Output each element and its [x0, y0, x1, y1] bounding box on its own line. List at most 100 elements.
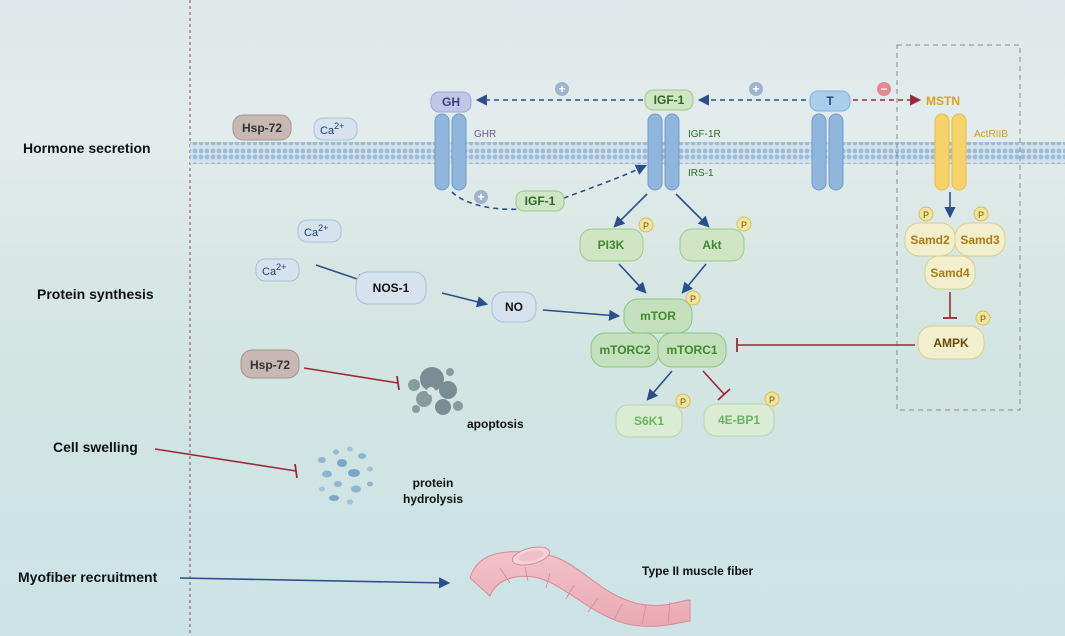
- svg-text:P: P: [680, 397, 686, 407]
- svg-text:P: P: [769, 395, 775, 405]
- recruitment-arrow: [179, 577, 451, 589]
- phospho-icon: P: [918, 206, 934, 222]
- samd4-label: Samd4: [930, 266, 970, 280]
- no-label: NO: [505, 300, 523, 314]
- apoptosis-label: apoptosis: [467, 417, 524, 431]
- igf1r-receptor: [647, 113, 680, 191]
- s6k1-pill: [615, 404, 683, 438]
- svg-text:P: P: [741, 220, 747, 230]
- pi3k-pill: [579, 228, 644, 262]
- minus-icon: −: [877, 82, 891, 96]
- no-to-mtor-arrow: [542, 309, 621, 321]
- phospho-icon: P: [975, 310, 991, 326]
- mstn-pathway-box: [896, 44, 1021, 411]
- ghr-label: GHR: [474, 129, 496, 140]
- hsp72-top-pill: [232, 114, 292, 141]
- pi3k-to-mtor-arrow: [618, 263, 647, 294]
- igf1r-label: IGF-1R: [688, 129, 721, 140]
- calcium-label-lower: Ca2+: [262, 262, 286, 278]
- hsp72-top-label: Hsp-72: [242, 121, 282, 135]
- nos1-pill: [355, 271, 427, 305]
- samd3-label: Samd3: [960, 233, 1000, 247]
- igf1-local-pill: [515, 190, 565, 212]
- phospho-icon: P: [736, 216, 752, 232]
- phospho-icon: P: [685, 290, 701, 306]
- akt-to-mtor-arrow: [681, 263, 707, 294]
- fiber-label: Type II muscle fiber: [642, 564, 753, 578]
- 4ebp1-label: 4E-BP1: [718, 413, 760, 427]
- pi3k-label: PI3K: [598, 238, 625, 252]
- mtorc1-to-s6k1-arrow: [646, 370, 673, 401]
- igf1-pill: [644, 89, 694, 111]
- swelling-inhibits-hydrolysis: [154, 448, 297, 472]
- svg-text:+: +: [752, 82, 759, 96]
- samd3-pill: [954, 222, 1006, 257]
- testosterone-label: T: [826, 94, 834, 108]
- svg-text:+: +: [558, 82, 565, 96]
- ampk-label: AMPK: [933, 336, 969, 350]
- inhibit-bar: [294, 463, 298, 479]
- protein-label: protein: [413, 476, 454, 490]
- ampk-pill: [917, 325, 985, 360]
- gh-pill: [430, 91, 472, 113]
- phospho-icon: P: [675, 393, 691, 409]
- phospho-icon: P: [764, 391, 780, 407]
- mtorc1-inhibits-4ebp1: [702, 370, 725, 395]
- igf1-label: IGF-1: [654, 93, 685, 107]
- irs1-to-pi3k-arrow: [613, 193, 648, 228]
- mtor-label: mTOR: [640, 309, 676, 323]
- apoptosis-cell-icon: [408, 367, 463, 415]
- svg-text:P: P: [978, 210, 984, 220]
- plus-icon: +: [749, 82, 763, 96]
- section-cell-swelling: Cell swelling: [53, 439, 138, 455]
- inhibit-bar: [717, 388, 731, 401]
- testosterone-pill: [809, 90, 851, 112]
- 4ebp1-pill: [703, 403, 775, 437]
- section-protein-synthesis: Protein synthesis: [37, 286, 154, 302]
- igf1-local-label: IGF-1: [525, 194, 556, 208]
- no-pill: [491, 291, 537, 323]
- calcium-top-pill: [313, 117, 358, 141]
- phospho-icon: P: [638, 217, 654, 233]
- inhibit-bar: [396, 375, 400, 391]
- mtorc2-label: mTORC2: [599, 343, 650, 357]
- svg-text:−: −: [880, 82, 887, 96]
- calcium-pill-lower: [255, 258, 300, 282]
- hydrolysis-label: hydrolysis: [403, 492, 463, 506]
- samd4-pill: [924, 255, 976, 290]
- gh-label: GH: [442, 95, 460, 109]
- mtorc1-label: mTORC1: [666, 343, 717, 357]
- actriib-receptor: [934, 113, 967, 191]
- akt-pill: [679, 228, 745, 262]
- mtorc1-pill: [657, 332, 727, 368]
- mtor-pill: [623, 298, 693, 334]
- irs1-to-akt-arrow: [675, 193, 710, 228]
- hsp72-mid-pill: [240, 349, 300, 379]
- s6k1-label: S6K1: [634, 414, 664, 428]
- cell-membrane: [190, 142, 1065, 164]
- hsp72-mid-label: Hsp-72: [250, 358, 290, 372]
- ghr-receptor: [434, 113, 467, 191]
- svg-text:P: P: [980, 314, 986, 324]
- svg-text:P: P: [690, 294, 696, 304]
- actriib-label: ActRIIB: [974, 129, 1008, 140]
- calcium-label-upper: Ca2+: [304, 223, 328, 239]
- muscle-fiber-icon: [469, 546, 691, 627]
- svg-text:P: P: [923, 210, 929, 220]
- plus-icon: +: [555, 82, 569, 96]
- akt-label: Akt: [702, 238, 721, 252]
- calcium-top-label: Ca2+: [320, 121, 344, 137]
- androgen-receptor: [811, 113, 844, 191]
- calcium-pill-upper: [297, 219, 342, 243]
- phospho-icon: P: [973, 206, 989, 222]
- samd2-label: Samd2: [910, 233, 950, 247]
- svg-text:P: P: [643, 221, 649, 231]
- plus-icon: +: [474, 190, 488, 204]
- mstn-label: MSTN: [926, 94, 960, 108]
- nos1-to-no-arrow: [441, 292, 489, 308]
- nos1-label: NOS-1: [373, 281, 410, 295]
- protein-fragments-icon: [318, 446, 373, 505]
- section-hormone-secretion: Hormone secretion: [23, 140, 151, 156]
